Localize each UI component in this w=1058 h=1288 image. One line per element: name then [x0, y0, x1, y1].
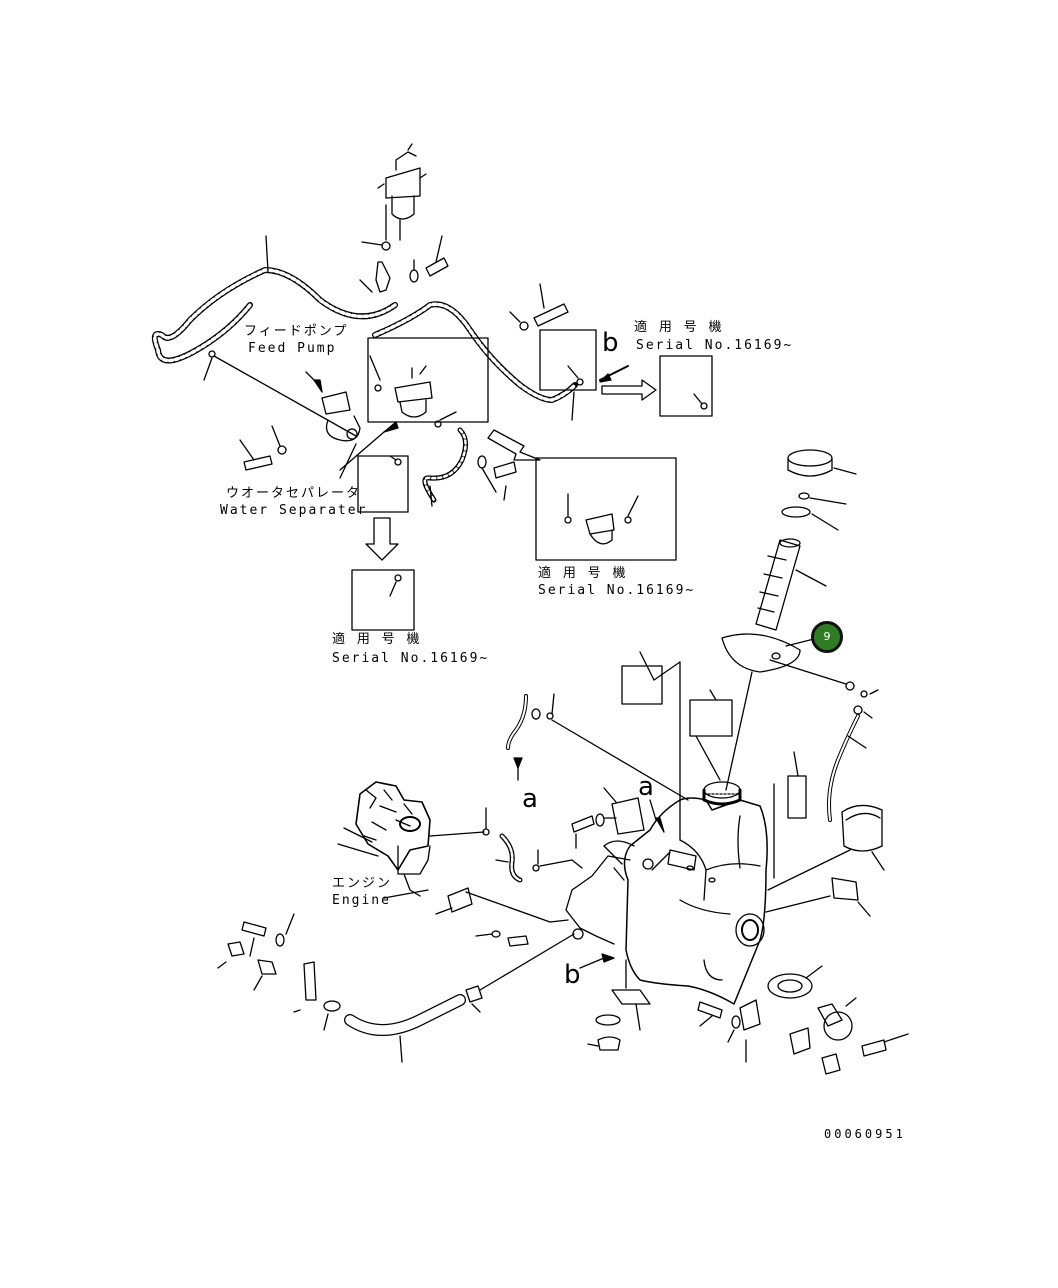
fuel-hose-right: [375, 304, 575, 420]
engine: [338, 782, 489, 898]
top-bolts: [360, 236, 448, 292]
cover-pad: [842, 805, 884, 870]
serial-note-top-right-line1: 適 用 号 機: [634, 320, 724, 335]
water-separator-label-en: Water Separater: [220, 503, 368, 518]
engine-label-en: Engine: [332, 893, 391, 908]
pump-bolts: [240, 426, 286, 470]
feed-pump-label-jp: フィードポンプ: [244, 324, 349, 339]
serial-note-middle-line1: 適 用 号 機: [538, 566, 628, 581]
bottom-center-parts: [588, 1000, 760, 1062]
water-separator: [340, 338, 488, 470]
ref-letter-b-tank: b: [564, 960, 581, 990]
strainer: [756, 539, 826, 630]
engine-hoses: [436, 836, 583, 1012]
decals: [622, 652, 806, 878]
drawing-number: 00060951: [824, 1127, 906, 1141]
tank-right-parts: [768, 878, 908, 1074]
top-fuel-filter: [378, 144, 426, 240]
ref-letter-b-top: b: [602, 328, 619, 358]
fuel-line-a: [508, 694, 688, 800]
feed-pump: [204, 351, 360, 478]
ref-letter-a-tank: a: [638, 772, 654, 802]
serial-note-left-line2: Serial No.16169~: [332, 651, 490, 666]
serial-note-left-line1: 適 用 号 機: [332, 632, 422, 647]
feed-pump-label-en: Feed Pump: [248, 341, 337, 356]
lower-left-fittings: [218, 914, 460, 1062]
upper-bolt: [510, 284, 596, 390]
engine-label-jp: エンジン: [332, 876, 393, 891]
serial-note-middle-line2: Serial No.16169~: [538, 583, 696, 598]
part-callout-9[interactable]: 9: [811, 621, 843, 653]
water-separator-label-jp: ウオータセパレータ: [226, 486, 362, 501]
tank-small-bolts: [770, 660, 878, 820]
inset-lower-left: [352, 456, 414, 630]
tank-bracket: [572, 788, 664, 848]
serial-note-top-right-line2: Serial No.16169~: [636, 338, 794, 353]
tank-b-arrow: [580, 954, 614, 968]
fuel-hose-left: [155, 236, 395, 361]
fuel-tank: [566, 782, 850, 1030]
inset-b-arrow: [600, 356, 712, 416]
inset-middle: [488, 430, 676, 560]
ref-letter-a-left: a: [522, 784, 538, 814]
funnel: [722, 634, 818, 790]
separator-hose: [425, 430, 516, 506]
filler-cap: [782, 450, 856, 530]
